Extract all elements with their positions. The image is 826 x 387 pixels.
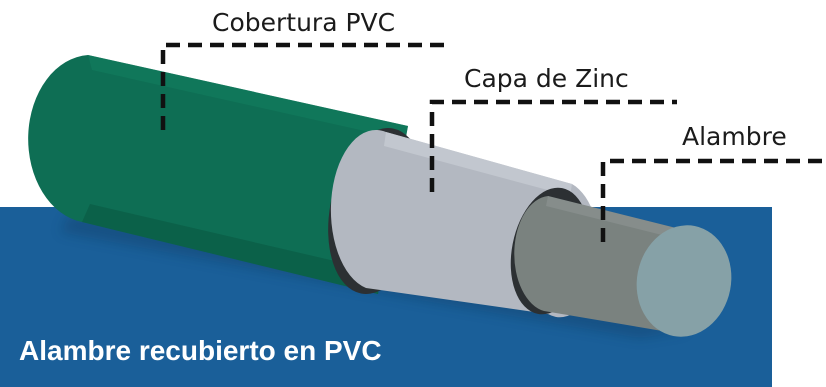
leader-line-zinc: [429, 99, 677, 192]
label-zinc-layer: Capa de Zinc: [464, 64, 629, 93]
pvc-coating-top-highlight: [88, 55, 408, 140]
wire-core-top-highlight: [546, 196, 684, 240]
leader-line-pvc: [160, 42, 452, 130]
wire-core-end-face: [636, 225, 732, 337]
leader-line-wire: [600, 158, 826, 242]
diagram-caption: Alambre recubierto en PVC: [19, 335, 382, 366]
label-wire: Alambre: [682, 122, 787, 151]
label-pvc-coating: Cobertura PVC: [212, 8, 395, 37]
pvc-coating-layer: [28, 55, 408, 294]
pvc-coating-bottom-shade: [82, 204, 382, 294]
